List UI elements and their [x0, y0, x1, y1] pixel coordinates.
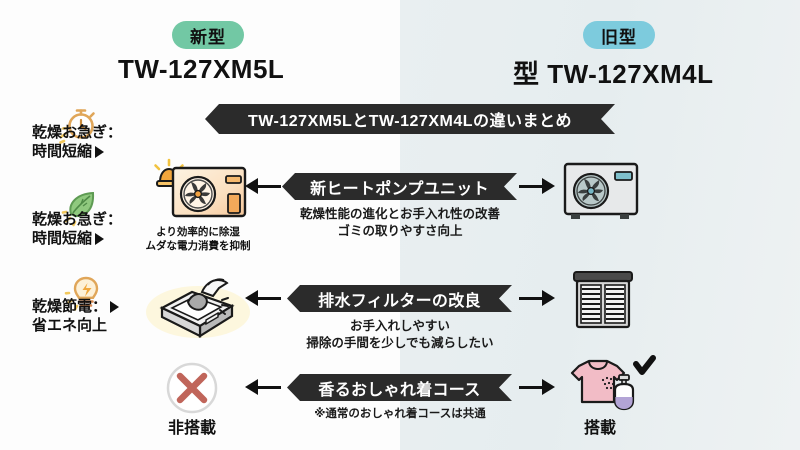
left-feature-1: 乾燥お急ぎ： 時間短縮 — [32, 124, 122, 162]
arrow-right-bar-3 — [519, 386, 543, 389]
section-2-subtext-line2: 掃除の手間を少しでも減らしたい — [306, 335, 494, 350]
old-model-badge: 旧型 — [583, 21, 655, 49]
left-feature-2-line2: 時間短縮 — [32, 229, 93, 247]
arrow-left-head-2 — [245, 290, 258, 306]
perfume-shirt-icon — [562, 355, 656, 414]
arrow-right-bar-1 — [519, 185, 543, 188]
left-feature-2: 乾燥お急ぎ： 時間短縮 — [32, 211, 122, 249]
title-ribbon: TW-127XM5LとTW-127XM4Lの違いまとめ — [205, 104, 615, 134]
arrow-right-head-1 — [542, 178, 555, 194]
arrow-right-head-3 — [542, 379, 555, 395]
lightbulb-icon — [64, 272, 106, 312]
section-2-banner: 排水フィルターの改良 — [287, 285, 512, 312]
left-feature-2-line1: 乾燥お急ぎ： — [32, 211, 123, 228]
old-model-name: 型 TW-127XM4L — [513, 59, 714, 89]
heat-pump-unit-new-icon — [140, 148, 250, 226]
section-2-subtext-line1: お手入れしやすい — [350, 319, 450, 333]
drain-filter-hand-icon — [142, 278, 250, 340]
cross-mark-icon — [166, 362, 218, 414]
arrow-left-bar-2 — [257, 297, 281, 300]
heat-pump-unit-old-icon — [562, 160, 640, 222]
section-1-subtext-line2: ゴミの取りやすさ向上 — [337, 223, 463, 238]
section-3-subtext-line1: ※通常のおしゃれ着コースは共通 — [314, 408, 486, 420]
left-feature-3: 乾燥節電： 省エネ向上 — [32, 298, 120, 336]
arrow-left-bar-1 — [257, 185, 281, 188]
arrow-left-head-1 — [245, 178, 258, 194]
section-1-banner: 新ヒートポンプユニット — [282, 173, 517, 200]
section-1-subtext: 乾燥性能の進化とお手入れ性の改善 ゴミの取りやすさ向上 — [0, 206, 800, 240]
arrow-left-head-3 — [245, 379, 258, 395]
leaf-icon — [61, 186, 104, 227]
arrow-left-bar-3 — [257, 386, 281, 389]
section-3-banner: 香るおしゃれ着コース — [287, 374, 512, 401]
heatpump-caption-line2: ムダな電力消費を抑制 — [145, 239, 251, 252]
right-status-label: 搭載 — [583, 420, 616, 437]
heatpump-caption: より効率的に除湿 ムダな電力消費を抑制 — [128, 226, 268, 253]
triangle-right-icon — [95, 146, 105, 159]
section-2-subtext: お手入れしやすい 掃除の手間を少しでも減らしたい — [0, 318, 800, 352]
left-feature-3-line2: 省エネ向上 — [32, 316, 108, 334]
heatpump-caption-line1: より効率的に除湿 — [156, 226, 240, 238]
new-model-name: TW-127XM5L — [118, 54, 285, 84]
left-feature-3-line1: 乾燥節電： — [32, 298, 108, 315]
arrow-right-bar-2 — [519, 297, 543, 300]
new-model-badge: 新型 — [172, 21, 244, 49]
left-feature-1-line1: 乾燥お急ぎ： — [32, 124, 123, 141]
stopwatch-icon — [58, 103, 104, 144]
drain-filter-old-icon — [572, 270, 634, 332]
left-feature-1-line2: 時間短縮 — [32, 142, 93, 160]
section-3-subtext: ※通常のおしゃれ着コースは共通 — [0, 407, 800, 423]
triangle-right-icon — [95, 233, 105, 246]
triangle-right-icon — [110, 301, 120, 314]
left-status-label: 非搭載 — [167, 420, 216, 437]
section-1-subtext-line1: 乾燥性能の進化とお手入れ性の改善 — [299, 207, 500, 221]
arrow-right-head-2 — [542, 290, 555, 306]
